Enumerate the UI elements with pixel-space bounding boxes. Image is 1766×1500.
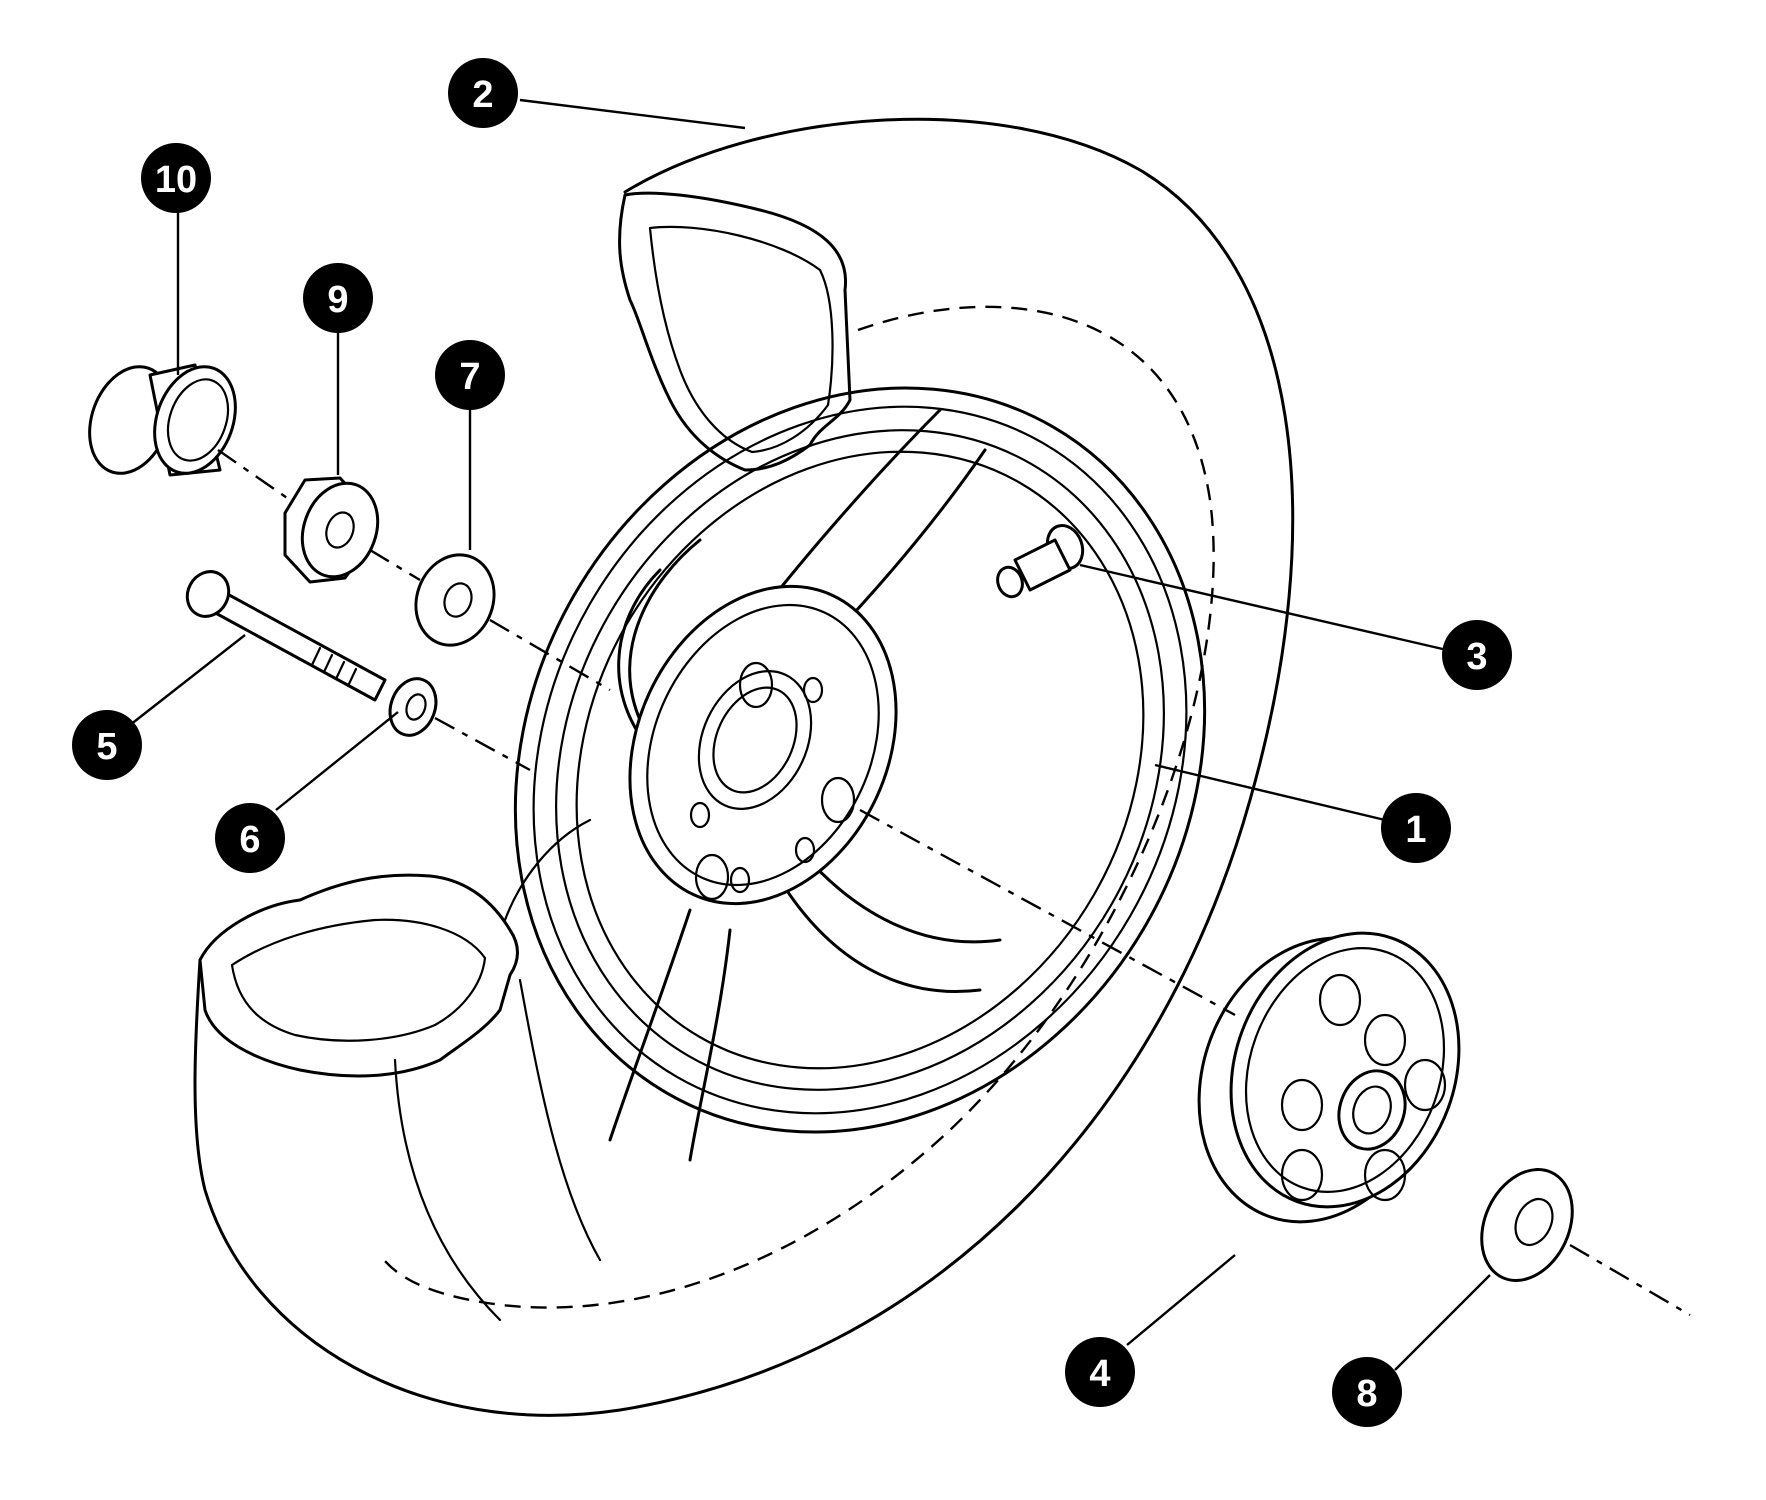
callout-1-label: 1 (1405, 809, 1426, 851)
callout-8-circle (1332, 1357, 1402, 1427)
nut (283, 476, 380, 584)
callout-7: 7 (435, 340, 505, 410)
callout-3: 3 (1442, 620, 1512, 690)
callout-1: 1 (1381, 793, 1451, 863)
callout-7-circle (435, 340, 505, 410)
callout-9-label: 9 (327, 279, 348, 321)
callout-10: 10 (141, 143, 211, 213)
washer-7 (414, 553, 496, 647)
callout-4: 4 (1065, 1337, 1135, 1407)
callout-3-label: 3 (1466, 636, 1487, 678)
callout-1-circle (1381, 793, 1451, 863)
leader-lines (129, 98, 1491, 1371)
valve (996, 524, 1085, 599)
callout-5-circle (72, 710, 142, 780)
callout-9-circle (303, 263, 373, 333)
spacer-collar (88, 363, 237, 477)
axis-lines (217, 449, 1691, 1317)
callout-5-label: 5 (96, 726, 117, 768)
washer-6 (388, 677, 438, 737)
callout-6-label: 6 (239, 819, 260, 861)
callout-6: 6 (215, 803, 285, 873)
washer-8 (1480, 1168, 1574, 1282)
rim (503, 386, 1207, 1162)
damper-carrier (1197, 931, 1461, 1224)
callout-7-label: 7 (459, 356, 480, 398)
callout-8-label: 8 (1356, 1373, 1377, 1415)
callout-6-circle (215, 803, 285, 873)
callout-2-label: 2 (472, 74, 493, 116)
callout-8: 8 (1332, 1357, 1402, 1427)
callout-2-circle (448, 58, 518, 128)
tire (193, 117, 1295, 1417)
callout-4-label: 4 (1089, 1353, 1110, 1395)
callout-9: 9 (303, 263, 373, 333)
bolt (185, 570, 387, 702)
callout-10-label: 10 (155, 159, 197, 201)
callout-4-circle (1065, 1337, 1135, 1407)
callout-10-circle (141, 143, 211, 213)
callout-3-circle (1442, 620, 1512, 690)
callout-5: 5 (72, 710, 142, 780)
callout-2: 2 (448, 58, 518, 128)
